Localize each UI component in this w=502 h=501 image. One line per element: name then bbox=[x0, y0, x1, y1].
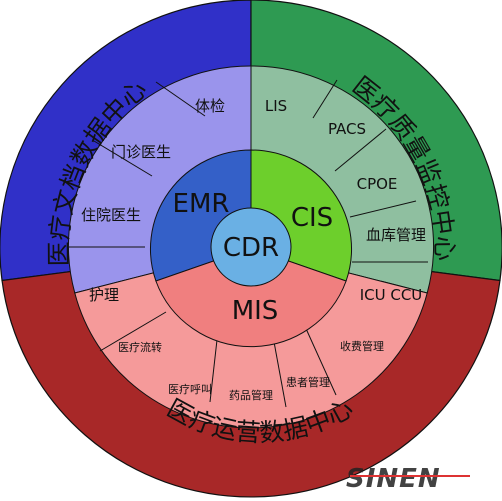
mis-item: 收费管理 bbox=[340, 339, 384, 353]
cis-item: LIS bbox=[265, 97, 287, 115]
cis-item: PACS bbox=[328, 120, 366, 138]
mis-item: 医疗呼叫 bbox=[168, 382, 212, 396]
sinen-logo-text: SINEN bbox=[346, 464, 441, 494]
mis-item: 医疗流转 bbox=[118, 340, 162, 354]
emr-item: 体检 bbox=[195, 97, 225, 115]
emr-item: 住院医生 bbox=[81, 206, 141, 224]
cdr-label: CDR bbox=[223, 233, 279, 263]
mis-item: 药品管理 bbox=[229, 388, 273, 402]
cis-item: 血库管理 bbox=[366, 226, 426, 244]
cis-item: ICU CCU bbox=[360, 286, 423, 304]
mis-item: 患者管理 bbox=[286, 375, 330, 389]
cis-item: CPOE bbox=[357, 175, 398, 193]
sinen-logo: SINEN bbox=[346, 464, 470, 494]
cdr-core bbox=[210, 207, 292, 287]
emr-item: 护理 bbox=[89, 286, 119, 304]
cis-label: CIS bbox=[291, 203, 333, 233]
mis-sector bbox=[155, 247, 347, 348]
emr-label: EMR bbox=[173, 189, 230, 219]
mis-label: MIS bbox=[232, 296, 279, 326]
emr-item: 门诊医生 bbox=[111, 143, 171, 161]
inner-ring-dividers bbox=[69, 79, 428, 408]
